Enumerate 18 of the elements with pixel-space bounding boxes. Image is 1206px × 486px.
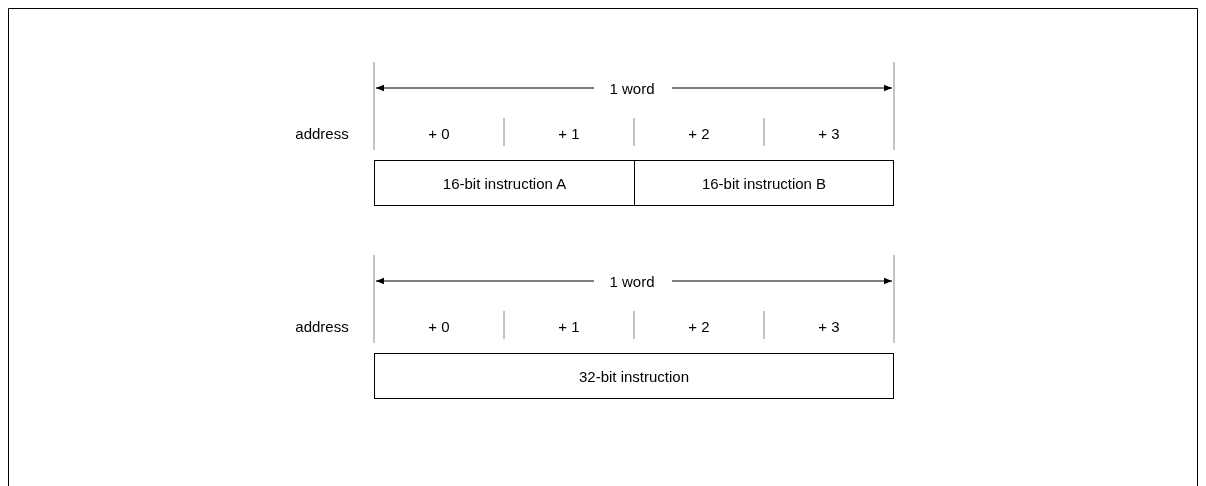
byte-offset: + 2 xyxy=(688,124,710,142)
instruction-label: 16-bit instruction B xyxy=(701,174,827,192)
byte-offset: + 1 xyxy=(558,124,580,142)
byte-offset: + 1 xyxy=(558,317,580,335)
byte-offset: + 0 xyxy=(428,317,450,335)
instruction-box xyxy=(634,160,894,206)
instruction-label: 16-bit instruction A xyxy=(442,174,567,192)
byte-offset: + 3 xyxy=(818,124,840,142)
instruction-label: 32-bit instruction xyxy=(578,367,690,385)
instruction-box xyxy=(374,160,635,206)
byte-offset: + 0 xyxy=(428,124,450,142)
row-label: address xyxy=(295,124,349,142)
instruction-box xyxy=(374,353,894,399)
row-label: address xyxy=(295,317,349,335)
byte-offset: + 2 xyxy=(688,317,710,335)
dimension-label: 1 word xyxy=(609,79,655,97)
byte-offset: + 3 xyxy=(818,317,840,335)
dimension-label: 1 word xyxy=(609,272,655,290)
